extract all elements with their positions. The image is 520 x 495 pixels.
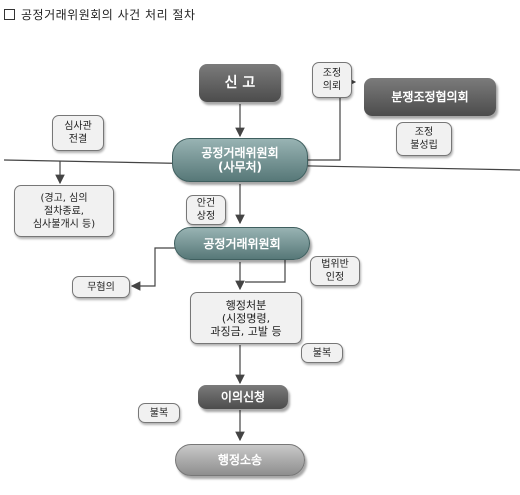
dispute-council-node: 분쟁조정협의회 xyxy=(364,78,496,116)
objection-node: 이의신청 xyxy=(198,385,288,409)
outcomes-callout: (경고, 심의 절차종료, 심사불개시 등) xyxy=(14,185,114,237)
page-title: 공정거래위원회의 사건 처리 절차 xyxy=(4,6,196,23)
checkbox-icon xyxy=(4,9,15,20)
report-node: 신 고 xyxy=(199,64,281,102)
ftc-office-node: 공정거래위원회 (사무처) xyxy=(172,138,308,182)
violation-found-callout: 법위반 인정 xyxy=(310,256,360,286)
no-violation-callout: 무혐의 xyxy=(72,276,130,298)
ftc-node: 공정거래위원회 xyxy=(174,227,310,260)
examiner-decision-callout: 심사관 전결 xyxy=(52,115,104,151)
case-listed-callout: 안건 상정 xyxy=(186,195,226,225)
dissatisfied-callout-2: 불복 xyxy=(138,403,180,423)
title-text: 공정거래위원회의 사건 처리 절차 xyxy=(21,8,196,22)
admin-action-node: 행정처분 (시정명령, 과징금, 고발 등 xyxy=(190,292,302,344)
mediation-request-callout: 조정 의뢰 xyxy=(312,62,352,98)
admin-suit-node: 행정소송 xyxy=(175,444,305,476)
dissatisfied-callout-1: 불복 xyxy=(301,343,343,363)
mediation-failed-callout: 조정 불성립 xyxy=(396,122,452,156)
